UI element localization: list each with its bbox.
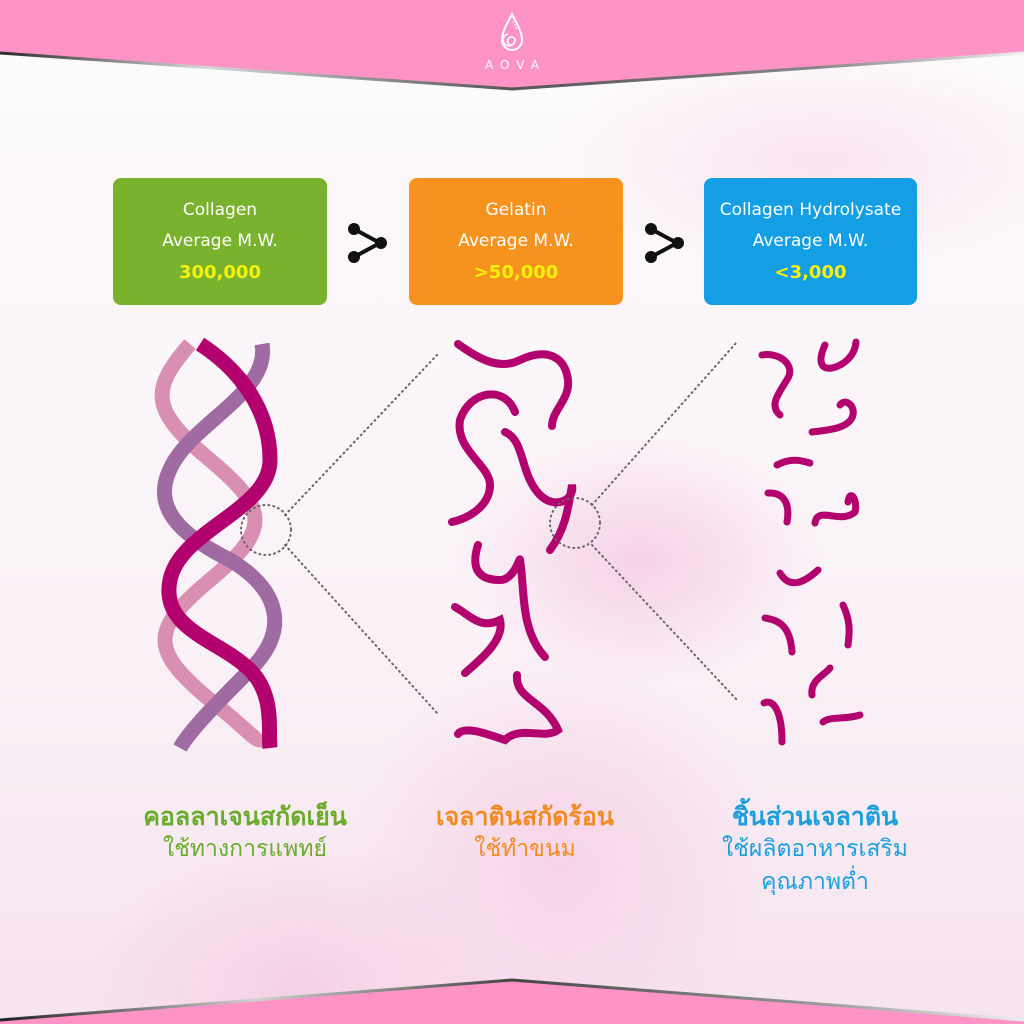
collagen-card: Collagen Average M.W. 300,000 [113,178,327,305]
zoom-indicator [549,341,738,701]
gelatin-card: Gelatin Average M.W. >50,000 [409,178,623,305]
card-title: Gelatin [485,200,547,220]
header-band [0,0,1024,110]
card-subtitle: Average M.W. [458,231,574,251]
collagen-hydrolysate-card: Collagen Hydrolysate Average M.W. <3,000 [704,178,917,305]
card-title: Collagen Hydrolysate [719,200,902,220]
caption-line: คุณภาพต่ำ [761,869,869,895]
card-value: 300,000 [179,262,261,283]
brand-name: AOVA [485,58,546,72]
caption-line: ใช้ผลิตอาหารเสริม [722,836,908,862]
card-subtitle: Average M.W. [752,231,869,251]
caption-line: ใช้ทำขนม [474,836,576,862]
caption-title: คอลลาเจนสกัดเย็น [143,802,347,831]
brand-logo: AOVA [485,12,539,82]
caption-title: เจลาตินสกัดร้อน [435,802,615,831]
card-subtitle: Average M.W. [162,231,278,251]
caption-line: ใช้ทางการแพทย์ [163,836,327,862]
footer-band [0,974,1024,1024]
zoom-indicator [240,354,438,714]
share-arrow-icon [645,223,684,263]
caption-title: ชิ้นส่วนเจลาติน [731,802,899,831]
card-value: >50,000 [473,262,559,283]
collagen-caption: คอลลาเจนสกัดเย็น ใช้ทางการแพทย์ [100,800,390,866]
molecule-illustrations [154,337,864,752]
droplet-swirl-icon [500,12,524,51]
triple-helix-illustration [154,337,283,752]
hydrolysate-caption: ชิ้นส่วนเจลาติน ใช้ผลิตอาหารเสริม คุณภาพ… [680,800,950,899]
gelatin-caption: เจลาตินสกัดร้อน ใช้ทำขนม [400,800,650,866]
card-value: <3,000 [774,262,847,283]
share-arrow-icon [348,223,387,263]
gelatin-strands-illustration [448,340,577,745]
card-title: Collagen [182,200,258,220]
hydrolysate-fragments-illustration [758,338,864,746]
